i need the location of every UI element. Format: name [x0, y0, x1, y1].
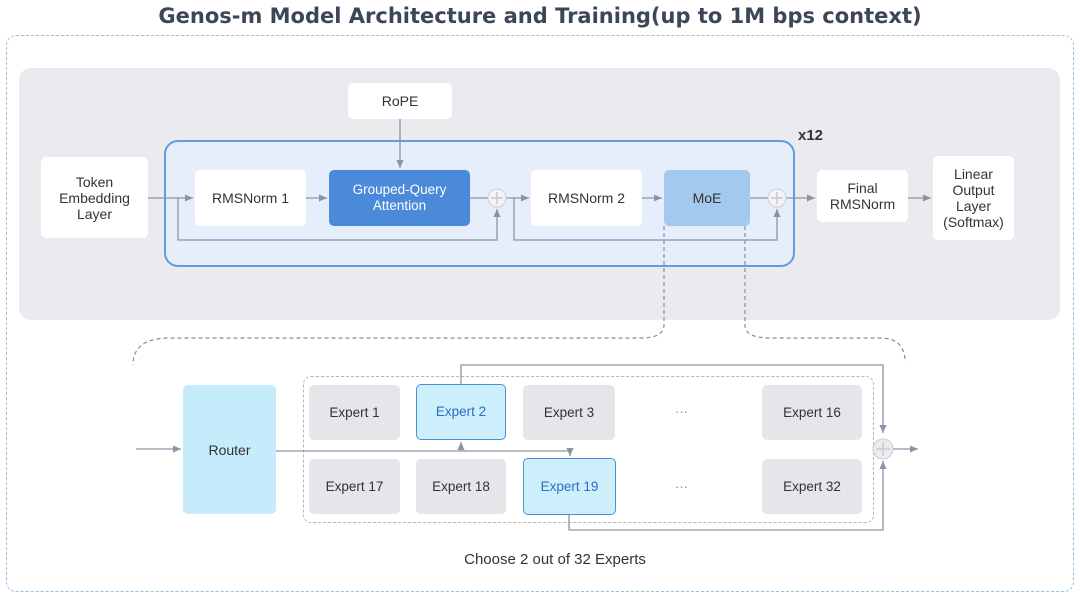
rmsnorm-2-block: RMSNorm 2: [531, 170, 642, 226]
expert-16: Expert 16: [762, 385, 862, 440]
expert-19-selected: Expert 19: [523, 458, 616, 515]
rmsnorm-1-block: RMSNorm 1: [195, 170, 306, 226]
add-circle-icons: [487, 188, 894, 460]
final-rmsnorm-block: Final RMSNorm: [817, 170, 908, 222]
grouped-query-attention-block: Grouped-Query Attention: [329, 170, 470, 226]
expert-1: Expert 1: [309, 385, 400, 440]
moe-block: MoE: [664, 170, 750, 226]
arrow-expert2-to-add: [460, 364, 887, 433]
expert-32: Expert 32: [762, 459, 862, 514]
rope-block: RoPE: [348, 83, 452, 119]
outer-dashed-frame: [6, 35, 1074, 592]
moe-zoom-lines: [132, 226, 906, 366]
expert-ellipsis-top: ···: [675, 404, 688, 419]
router-block: Router: [183, 385, 276, 514]
expert-2-selected: Expert 2: [416, 384, 506, 440]
residual-2: [513, 198, 781, 241]
expert-17: Expert 17: [309, 459, 400, 514]
arrow-expert19-to-add: [568, 461, 887, 531]
expert-ellipsis-bottom: ···: [675, 479, 688, 494]
experts-caption: Choose 2 out of 32 Experts: [464, 551, 646, 568]
arrow-router-to-expert19: [276, 447, 574, 456]
diagram-title: Genos-m Model Architecture and Training(…: [158, 4, 922, 28]
expert-18: Expert 18: [416, 459, 506, 514]
linear-output-layer: Linear Output Layer (Softmax): [933, 156, 1014, 240]
expert-3: Expert 3: [523, 385, 615, 440]
repeat-label: x12: [798, 127, 824, 144]
token-embedding-layer: Token Embedding Layer: [41, 157, 148, 238]
residual-1: [177, 198, 501, 241]
